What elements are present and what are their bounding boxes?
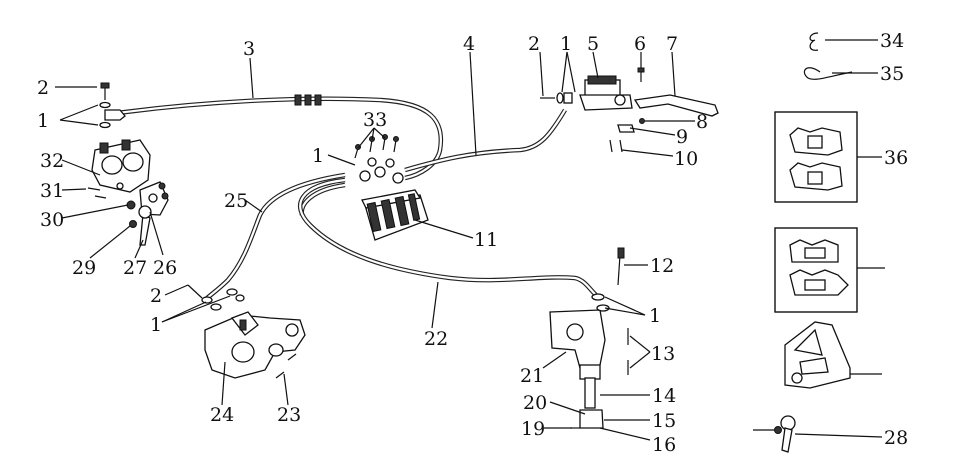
- label-33: 36: [884, 147, 908, 169]
- label-21: 23: [277, 404, 301, 426]
- label-22: 24: [210, 404, 234, 426]
- label-15: 15: [652, 410, 676, 432]
- pad-box-34: [774, 227, 858, 313]
- label-1-master: 1: [560, 33, 572, 55]
- label-11: 11: [474, 229, 498, 251]
- label-17: 19: [521, 418, 545, 440]
- label-30: 33: [363, 109, 387, 131]
- label-25-left: 27: [123, 257, 147, 279]
- callout-labels: 2 1 3 4 2 1 5 6 7 8 9 10 33 1 32 31 30 2…: [37, 30, 908, 456]
- front-master-cylinder-5: [540, 67, 645, 153]
- label-26: 29: [72, 257, 96, 279]
- brake-lever-7: [633, 94, 719, 117]
- label-3: 3: [243, 38, 255, 60]
- label-2-bottom-left: 2: [150, 285, 162, 307]
- label-25-right: 28: [884, 427, 908, 449]
- caliper-bracket-35: [784, 321, 851, 389]
- label-18: 20: [523, 392, 547, 414]
- rear-caliper-22: [187, 284, 306, 379]
- label-1-rear-master: 1: [649, 305, 661, 327]
- brake-pad-set-33: [789, 127, 843, 191]
- label-4: 4: [463, 33, 475, 55]
- label-19: 21: [520, 365, 544, 387]
- label-2-top-left: 2: [37, 77, 49, 99]
- label-29: 32: [40, 150, 64, 172]
- sensor-25-right: [774, 415, 796, 453]
- label-13: 13: [651, 343, 675, 365]
- label-5: 5: [587, 33, 599, 55]
- label-23: 25: [224, 190, 248, 212]
- label-8: 8: [696, 111, 708, 133]
- label-10: 10: [674, 148, 698, 170]
- rear-master-cylinder-19: [549, 247, 629, 429]
- label-12: 12: [650, 255, 674, 277]
- label-32: 35: [880, 63, 904, 85]
- leader-lines: [55, 39, 885, 441]
- label-24: 26: [153, 257, 177, 279]
- label-27: 30: [40, 209, 64, 231]
- label-16: 16: [652, 434, 676, 456]
- label-1-abs: 1: [312, 145, 324, 167]
- label-9: 9: [676, 126, 688, 148]
- label-2-master: 2: [528, 33, 540, 55]
- brake-pad-set-34: [789, 239, 849, 296]
- cotter-pin-32: [803, 67, 853, 80]
- label-1-top-left: 1: [37, 110, 49, 132]
- label-7: 7: [666, 33, 678, 55]
- rear-brake-hose-20: [297, 177, 600, 299]
- label-28: 31: [40, 180, 64, 202]
- label-20: 22: [424, 328, 448, 350]
- label-31: 34: [880, 30, 904, 52]
- banjo-bolt-top: [99, 82, 126, 129]
- label-6: 6: [634, 33, 646, 55]
- front-brake-hose-4: [404, 108, 567, 173]
- circlip-31: [809, 32, 819, 51]
- front-caliper-29: [87, 139, 169, 246]
- abs-hydraulic-unit: [354, 134, 429, 241]
- label-1-bottom-left: 1: [150, 314, 162, 336]
- label-14: 14: [652, 385, 676, 407]
